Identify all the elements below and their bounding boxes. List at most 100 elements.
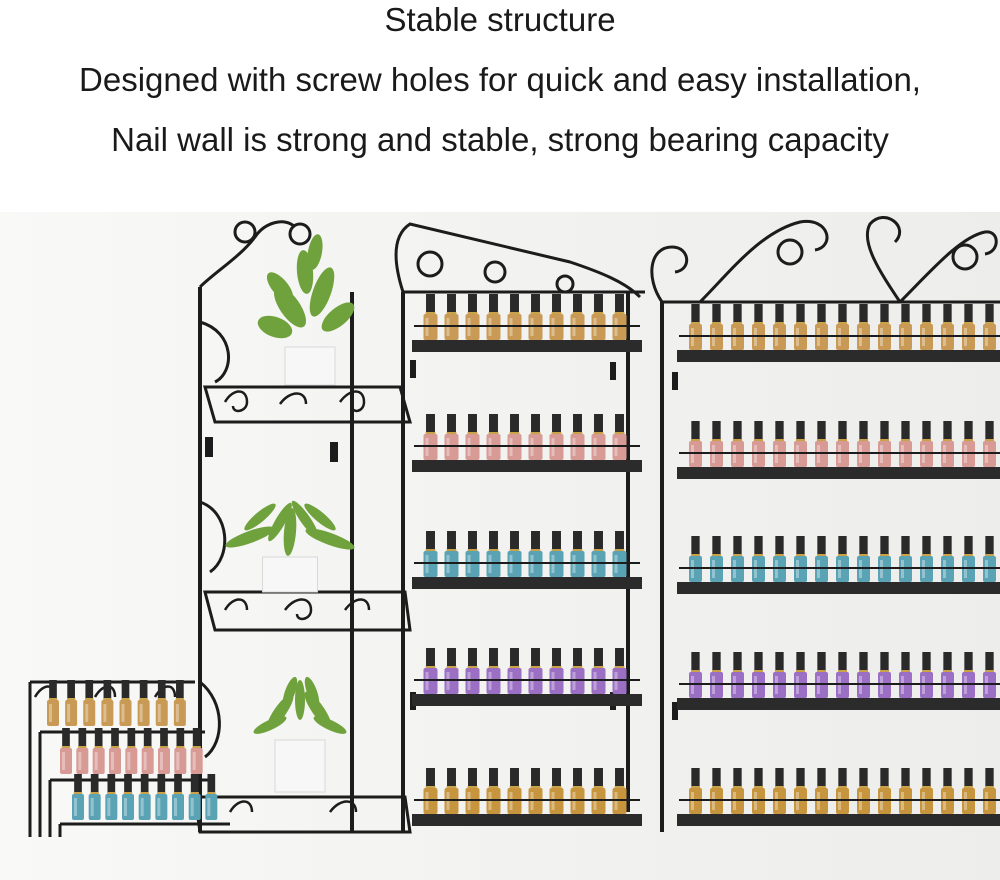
- bottle-collar: [509, 432, 520, 434]
- bottle-cap: [594, 414, 603, 432]
- bottle-cap: [775, 304, 784, 322]
- bottle-cap: [775, 768, 784, 786]
- bottle-cap: [691, 536, 700, 554]
- bottle-collar: [192, 746, 201, 748]
- bottle-highlight: [157, 798, 161, 816]
- shelf-scroll: [223, 390, 249, 413]
- potted-plant: [225, 500, 355, 593]
- bottle-cap: [124, 774, 132, 792]
- bottle-cap: [176, 680, 184, 698]
- polish-bottle: [119, 680, 132, 726]
- crest-curl: [416, 250, 444, 278]
- bottle-collar: [593, 549, 604, 551]
- bottle-collar: [572, 312, 583, 314]
- shelf-scroll: [343, 598, 371, 611]
- bottle-highlight: [85, 704, 89, 722]
- bottle-collar: [879, 670, 890, 672]
- bottle-cap: [754, 421, 763, 439]
- bottle-body: [105, 794, 118, 820]
- bottle-body: [83, 700, 96, 726]
- bottle-collar: [942, 554, 953, 556]
- bottle-collar: [425, 432, 436, 434]
- bottle-collar: [984, 554, 995, 556]
- plant-leaf: [268, 502, 292, 542]
- bottle-cap: [489, 648, 498, 666]
- bottle-collar: [73, 792, 83, 794]
- rack-middle-crest: [394, 222, 642, 299]
- bottle-cap: [901, 768, 910, 786]
- bottle-body: [76, 748, 89, 774]
- shelf-board: [677, 582, 1000, 594]
- bottle-body: [205, 794, 218, 820]
- bottle-highlight: [190, 798, 194, 816]
- bottle-collar: [207, 792, 216, 794]
- bottle-cap: [859, 768, 868, 786]
- shelf-board: [677, 467, 1000, 479]
- bottle-cap: [174, 774, 182, 792]
- bottle-collar: [530, 549, 541, 551]
- polish-bottle: [47, 680, 59, 726]
- bottle-cap: [838, 536, 847, 554]
- bottle-cap: [859, 652, 868, 670]
- bottle-cap: [121, 680, 130, 698]
- bottle-collar: [816, 554, 827, 556]
- bottle-body: [72, 794, 84, 820]
- bottle-cap: [691, 652, 700, 670]
- bottle-collar: [551, 786, 562, 788]
- plant-pot: [262, 556, 318, 593]
- step-rack-frame: [28, 680, 195, 837]
- bottle-collar: [879, 786, 890, 788]
- bottle-collar: [488, 786, 499, 788]
- bottle-collar: [593, 432, 604, 434]
- bottle-cap: [510, 531, 519, 549]
- plant-leaf: [225, 526, 275, 548]
- potted-plant: [253, 676, 347, 793]
- bottle-collar: [614, 666, 625, 668]
- bottle-cap: [880, 304, 889, 322]
- shelf-scroll: [338, 390, 366, 413]
- bottle-collar: [614, 549, 625, 551]
- plant-leaf: [266, 272, 294, 302]
- bottle-cap: [447, 531, 456, 549]
- bottle-cap: [468, 531, 477, 549]
- bottle-collar: [753, 554, 764, 556]
- crest-heart: [865, 216, 902, 303]
- stand-side-scroll: [199, 320, 230, 384]
- polish-bottle: [190, 728, 203, 774]
- rack-middle-shelves: [412, 294, 642, 826]
- bottle-body: [60, 748, 72, 774]
- polish-bottle: [88, 774, 101, 820]
- bottle-body: [119, 700, 132, 726]
- bottle-cap: [531, 768, 540, 786]
- bottle-collar: [66, 698, 76, 700]
- bottle-cap: [510, 414, 519, 432]
- polish-bottle: [174, 728, 187, 774]
- bottle-collar: [123, 792, 133, 794]
- shelf-board: [412, 577, 642, 589]
- wall-bracket: [672, 702, 678, 720]
- shelf-scroll: [283, 598, 313, 621]
- bottle-collar: [425, 549, 436, 551]
- plant-pot: [274, 739, 326, 793]
- bottle-collar: [467, 666, 478, 668]
- bottle-collar: [139, 698, 148, 700]
- shelf-board: [677, 350, 1000, 362]
- polish-bottle: [205, 774, 218, 820]
- bottle-cap: [111, 728, 119, 746]
- bottle-cap: [143, 728, 152, 746]
- bottle-cap: [796, 536, 805, 554]
- bottle-body: [190, 748, 203, 774]
- bottle-collar: [858, 786, 869, 788]
- bottle-collar: [425, 786, 436, 788]
- bottle-collar: [509, 312, 520, 314]
- bottle-cap: [139, 680, 148, 698]
- bottle-collar: [921, 786, 932, 788]
- bottle-body: [125, 748, 138, 774]
- bottle-cap: [796, 768, 805, 786]
- bottle-collar: [78, 746, 87, 748]
- bottle-cap: [573, 768, 582, 786]
- shelf-board: [412, 340, 642, 352]
- bottle-collar: [879, 439, 890, 441]
- bottle-cap: [573, 648, 582, 666]
- bottle-collar: [795, 554, 806, 556]
